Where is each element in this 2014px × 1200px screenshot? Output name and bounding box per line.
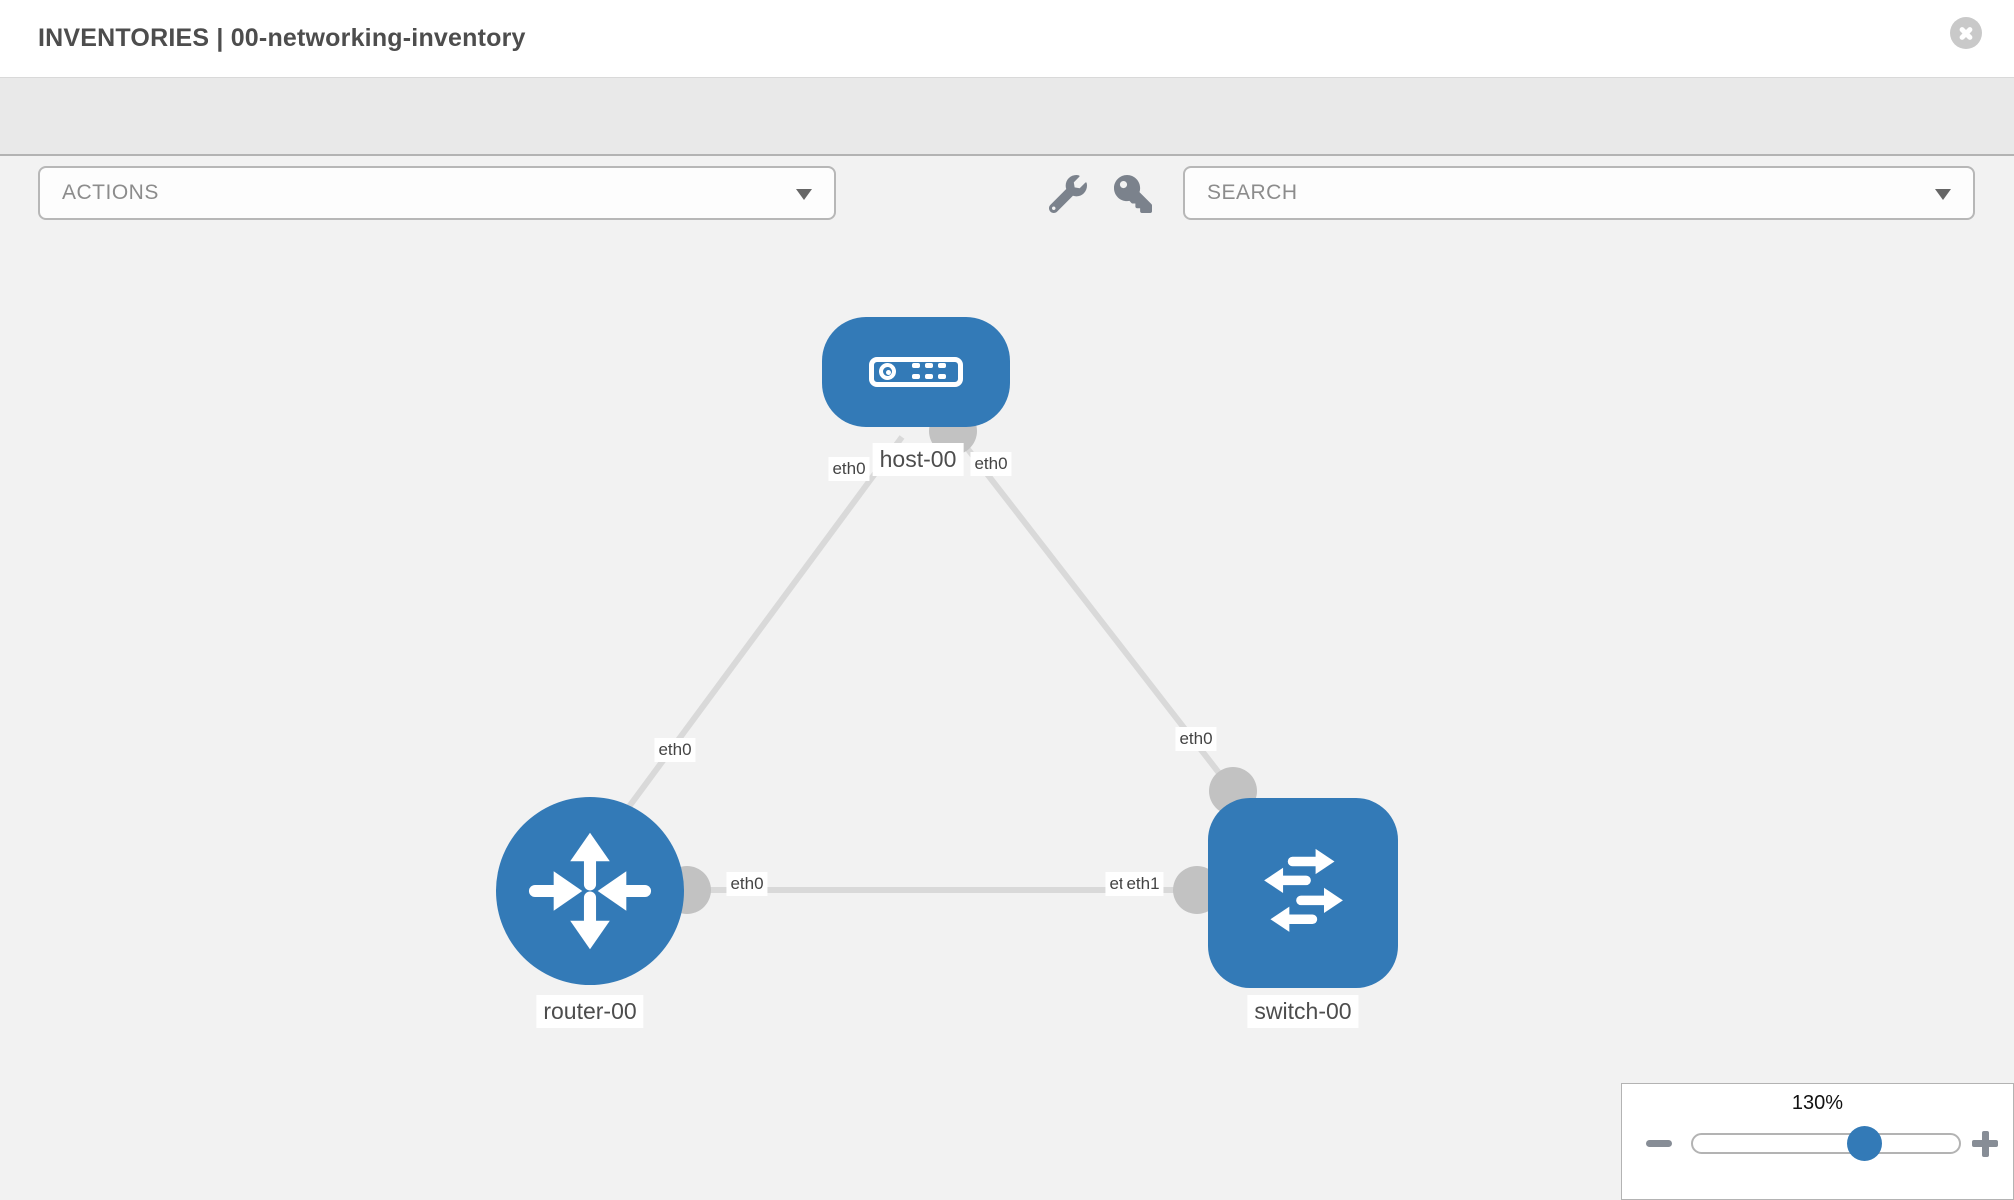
search-placeholder: SEARCH <box>1207 181 1298 204</box>
key-manage-button[interactable] <box>1048 175 1087 214</box>
page-title: INVENTORIES | 00-networking-inventory <box>38 24 526 52</box>
node-router-00[interactable] <box>496 797 684 985</box>
zoom-slider-track[interactable] <box>1691 1133 1961 1154</box>
node-label-switch: switch-00 <box>1247 995 1359 1028</box>
node-label-host: host-00 <box>872 443 964 476</box>
zoom-percent-value: 130% <box>1791 1092 1844 1114</box>
node-label-router: router-00 <box>536 995 644 1028</box>
zoom-in-button[interactable] <box>1970 1128 2000 1158</box>
host-icon <box>869 357 963 387</box>
iface-label-host-to-router: eth0 <box>828 457 870 481</box>
host-icon-pip <box>925 374 933 379</box>
iface-label-host-to-switch: eth0 <box>970 452 1012 476</box>
credentials-button[interactable] <box>1114 175 1152 213</box>
iface-label-switch-to-router: eth1 <box>1122 872 1164 896</box>
switch-icon <box>1264 848 1343 932</box>
node-switch-00[interactable] <box>1208 798 1398 988</box>
host-icon-led-ring <box>879 363 896 380</box>
zoom-slider-handle[interactable] <box>1847 1126 1882 1161</box>
plus-icon-vertical <box>1981 1130 1989 1157</box>
node-host-00[interactable] <box>822 317 1010 427</box>
zoom-control-panel: 130% <box>1621 1083 2014 1200</box>
chevron-down-icon <box>796 189 812 200</box>
key-icon <box>1114 175 1152 213</box>
header: INVENTORIES | 00-networking-inventory <box>0 0 2014 78</box>
host-icon-pip <box>938 363 946 368</box>
iface-label-switch-to-host: eth0 <box>1175 727 1217 751</box>
actions-dropdown[interactable]: ACTIONS <box>38 166 836 220</box>
host-icon-pip <box>912 374 920 379</box>
chevron-down-icon <box>1935 189 1951 200</box>
toolbar: ACTIONS SEARCH <box>0 78 2014 220</box>
minus-icon <box>1646 1140 1672 1147</box>
actions-dropdown-label: ACTIONS <box>62 181 159 204</box>
host-icon-pip <box>925 363 933 368</box>
host-icon-led-dot <box>885 369 891 375</box>
host-icon-pip <box>912 363 920 368</box>
router-icon <box>528 832 652 950</box>
close-button[interactable] <box>1950 17 1982 49</box>
host-icon-pip <box>938 374 946 379</box>
iface-label-router-to-switch: eth0 <box>726 872 768 896</box>
wrench-icon <box>1048 175 1087 214</box>
search-dropdown[interactable]: SEARCH <box>1183 166 1975 220</box>
iface-label-router-to-host: eth0 <box>654 738 696 762</box>
zoom-out-button[interactable] <box>1644 1128 1674 1158</box>
